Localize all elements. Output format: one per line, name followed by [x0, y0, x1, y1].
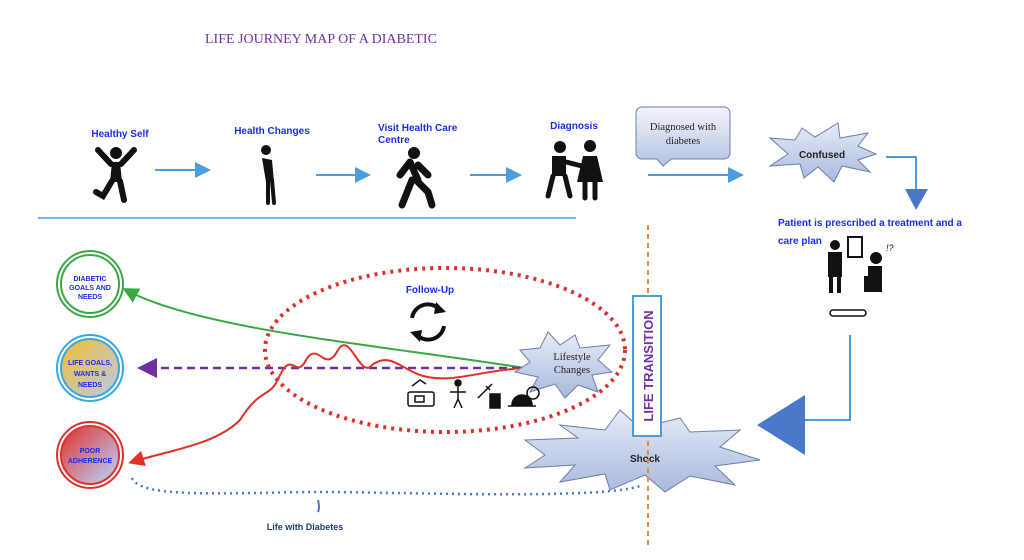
diagnosis-icon — [545, 140, 603, 201]
outcome-text: NEEDS — [78, 382, 102, 389]
connector — [805, 335, 851, 421]
outcome-text: GOALS AND — [69, 285, 111, 292]
stage-healthy-self: Healthy Self — [91, 129, 149, 140]
follow-up-label: Follow-Up — [406, 285, 454, 296]
svg-text:!?: !? — [886, 243, 894, 253]
left-arrow — [757, 395, 805, 455]
callout-line1: Diagnosed with — [650, 122, 717, 133]
outcome-text: POOR — [80, 448, 101, 455]
outcome-poor-adherence: POOR ADHERENCE — [56, 421, 124, 489]
stage-health-changes: Health Changes — [234, 126, 310, 137]
shock-starburst — [523, 409, 761, 493]
follow-up-ellipse — [263, 266, 627, 434]
life-transition-label: LIFE TRANSITION — [641, 310, 656, 421]
outcome-diabetic-goals: DIABETIC GOALS AND NEEDS — [56, 250, 124, 318]
insulin-pen-icon — [829, 309, 867, 317]
outcome-text: NEEDS — [78, 294, 102, 301]
stage-diagnosis: Diagnosis — [550, 121, 598, 132]
life-with-diabetes-label: Life with Diabetes — [267, 522, 344, 532]
down-arrow — [905, 189, 928, 210]
stage-visit-line2: Centre — [378, 135, 410, 146]
meal-icon — [508, 386, 540, 407]
outcome-text: LIFE GOALS, — [68, 360, 112, 367]
brace — [317, 499, 320, 513]
outcome-text: ADHERENCE — [68, 458, 113, 465]
lifestyle-line1: Lifestyle — [553, 352, 591, 363]
outcome-text: WANTS & — [74, 371, 106, 378]
callout-line2: diabetes — [666, 136, 700, 147]
outcome-life-goals: LIFE GOALS, WANTS & NEEDS — [56, 334, 124, 402]
stage-visit-line1: Visit Health Care — [378, 123, 458, 134]
outcome-text: DIABETIC — [73, 276, 106, 283]
treatment-line2: care plan — [778, 236, 822, 247]
exercise-icon — [450, 379, 466, 409]
lifestyle-line2: Changes — [554, 365, 590, 376]
shock-label: Shock — [630, 454, 660, 465]
connector — [886, 156, 917, 190]
lifestyle-starburst — [513, 331, 614, 399]
arrow-diabetic-goals — [122, 288, 526, 369]
healthy-person-icon — [93, 147, 137, 203]
confused-starburst — [768, 122, 878, 183]
syringe-vial-icon — [477, 383, 501, 409]
sick-person-icon — [261, 145, 276, 205]
life-transition-box — [632, 295, 662, 437]
treatment-line1: Patient is prescribed a treatment and a — [778, 218, 962, 229]
life-with-diabetes-path — [130, 477, 641, 496]
page-title: LIFE JOURNEY MAP OF A DIABETIC — [205, 32, 437, 47]
glucose-meter-icon — [407, 379, 435, 407]
doctor-patient-icon: !? — [828, 236, 894, 293]
confused-label: Confused — [799, 150, 845, 161]
arrow-poor-adherence — [128, 344, 526, 467]
diagnosed-callout — [635, 106, 731, 167]
walking-person-icon — [396, 147, 436, 209]
refresh-cycle-icon — [410, 302, 446, 342]
